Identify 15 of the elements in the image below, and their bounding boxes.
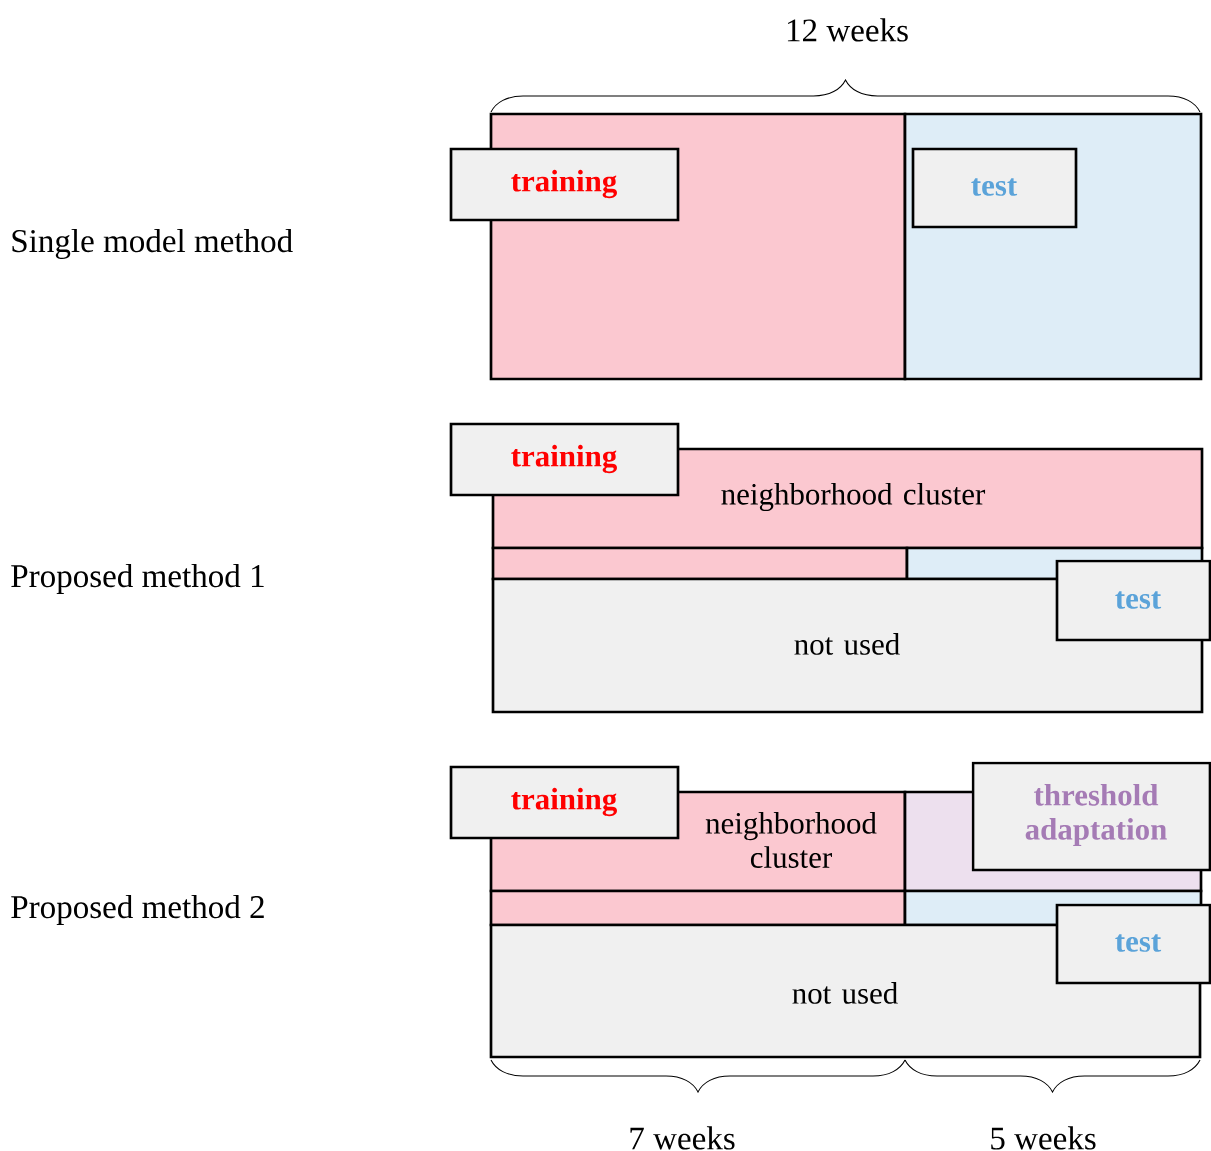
tag-box: training (449, 422, 680, 497)
weeks-label: 12 weeks (787, 18, 908, 42)
tag-box: threshold adaptation (971, 761, 1211, 872)
weeks-label: 7 weeks (630, 1126, 735, 1150)
training-bar (491, 546, 909, 581)
weeks-label: 5 weeks (991, 1126, 1096, 1150)
tag-box: test (1055, 559, 1211, 642)
row-label: Proposed method 1 (11, 564, 264, 594)
tag-box: test (911, 147, 1078, 229)
tag-box: training (449, 765, 680, 840)
training-bar (489, 889, 907, 927)
row-label: Proposed method 2 (11, 895, 264, 925)
tag-box: test (1055, 903, 1211, 985)
row-label: Single model method (12, 228, 293, 260)
tag-box: training (449, 147, 680, 222)
